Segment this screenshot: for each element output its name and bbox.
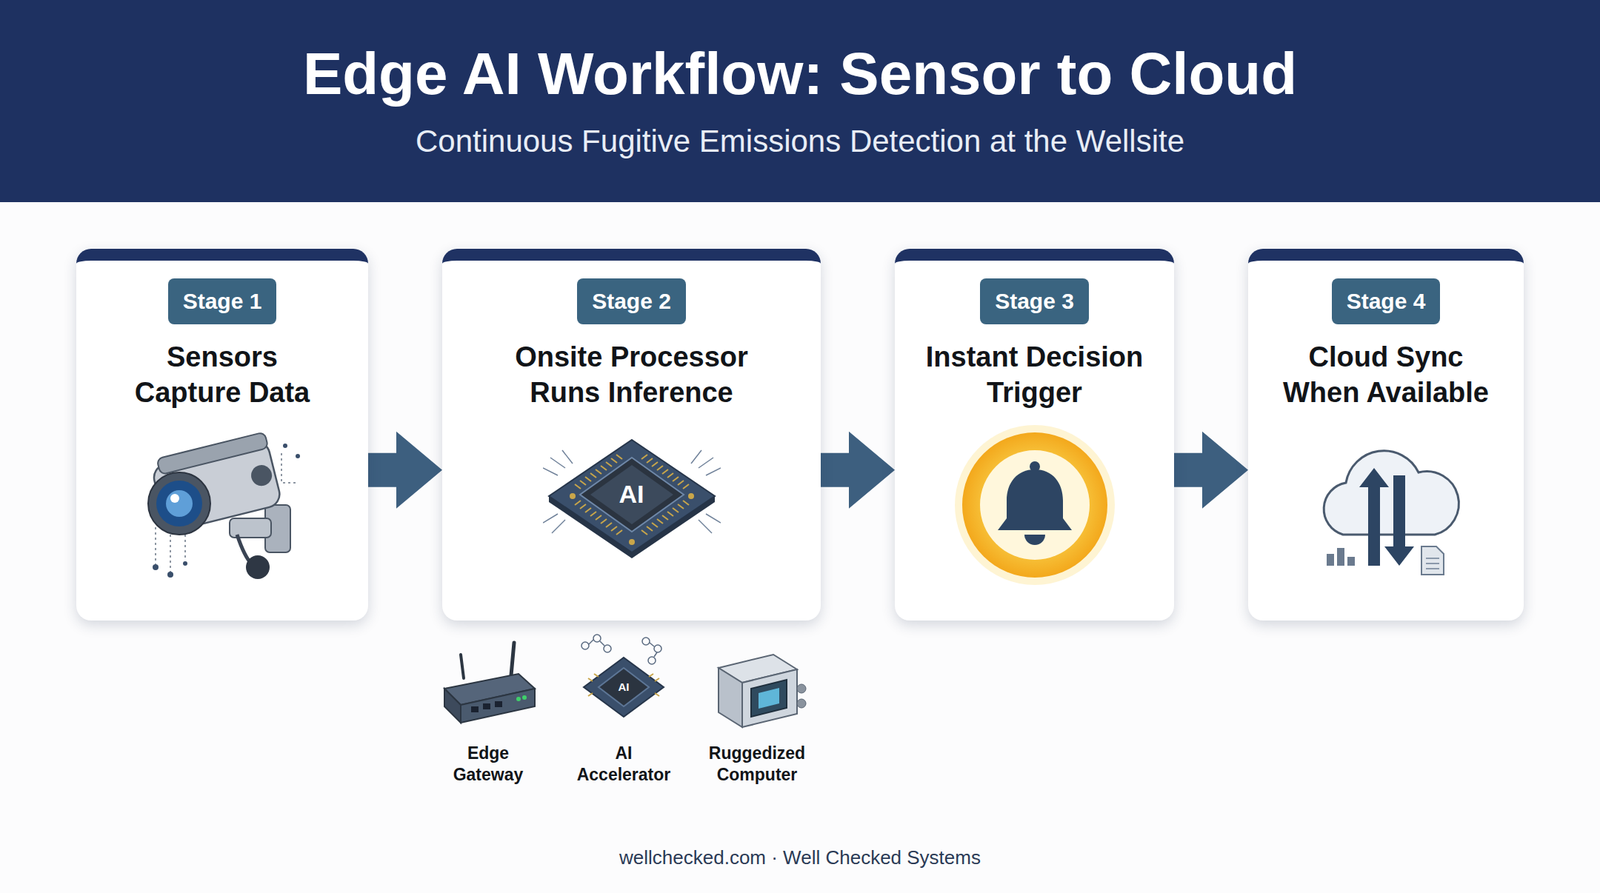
- stage-badge: Stage 2: [577, 278, 686, 325]
- stage-card: Stage 2 Onsite Processor Runs InferenceAI: [442, 248, 821, 621]
- badge-row: Stage 4: [1260, 278, 1512, 325]
- badge-row: Stage 3: [906, 278, 1163, 325]
- stage-badge: Stage 3: [980, 278, 1089, 325]
- stage-title: Cloud Sync When Available: [1271, 339, 1501, 411]
- stage-card: Stage 1 Sensors Capture Data: [76, 248, 369, 621]
- part-label: Edge Gateway: [432, 742, 544, 786]
- bell-illustration: [945, 423, 1124, 587]
- stage-badge: Stage 1: [168, 278, 278, 325]
- footer-caption: wellchecked.com · Well Checked Systems: [0, 845, 1600, 870]
- chip-marking: AI: [618, 680, 630, 695]
- subtitle: Continuous Fugitive Emissions Detection …: [0, 122, 1600, 160]
- cloud-illustration: [1297, 423, 1475, 587]
- stage-card: Stage 3 Instant Decision Trigger: [894, 248, 1175, 621]
- gateway-icon: [444, 642, 535, 723]
- badge-row: Stage 2: [454, 278, 809, 325]
- camera-illustration: [133, 423, 312, 587]
- rugged-computer-icon: [718, 654, 806, 728]
- stage-title: Onsite Processor Runs Inference: [491, 339, 773, 411]
- part-label: AI Accelerator: [568, 742, 680, 786]
- chip-marking: AI: [619, 479, 645, 509]
- stage-badge: Stage 4: [1331, 278, 1441, 325]
- flow-arrow: [820, 431, 895, 509]
- accelerator-icon: [581, 634, 664, 718]
- diagram-title: Edge AI Workflow: Sensor to Cloud: [0, 38, 1600, 110]
- badge-row: Stage 1: [88, 278, 357, 325]
- flow-arrow: [1174, 431, 1249, 509]
- stage-card: Stage 4 Cloud Sync When Available: [1248, 248, 1524, 621]
- stage-title: Instant Decision Trigger: [912, 339, 1158, 411]
- stage-title: Sensors Capture Data: [111, 339, 334, 411]
- part-label: Ruggedized Computer: [701, 742, 813, 786]
- flow-arrow: [368, 431, 443, 509]
